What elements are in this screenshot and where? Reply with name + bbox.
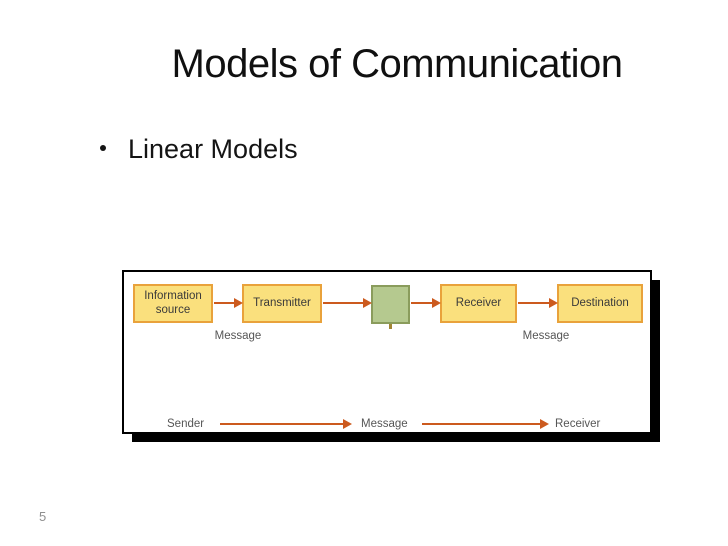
- arrow-right-icon: [518, 298, 558, 308]
- message-label-right: Message: [522, 330, 570, 342]
- box-label: Destination: [571, 296, 629, 309]
- diagram-box-receiver: Receiver: [440, 284, 517, 323]
- box-label: Transmitter: [253, 296, 311, 309]
- message-label-bottom: Message: [361, 418, 408, 430]
- slide-title: Models of Communication: [171, 42, 623, 86]
- arrow-right-icon: [220, 419, 352, 429]
- sender-label: Sender: [167, 418, 205, 430]
- box-label: Receiver: [455, 296, 502, 309]
- bullet-text: Linear Models: [128, 134, 298, 164]
- diagram-box-channel: [371, 285, 410, 329]
- diagram-box-destination: Destination: [557, 284, 643, 323]
- box-label: Information source: [144, 290, 202, 316]
- arrow-right-icon: [214, 298, 243, 308]
- message-label-left: Message: [214, 330, 262, 342]
- arrow-right-icon: [323, 298, 372, 308]
- diagram-box-transmitter: Transmitter: [242, 284, 322, 323]
- page-number: 5: [39, 509, 47, 524]
- bullet-dot-icon: [100, 145, 106, 151]
- arrow-right-icon: [422, 419, 549, 429]
- receiver-label: Receiver: [555, 418, 601, 430]
- linear-model-diagram-panel: Information source Transmitter Receiver …: [122, 270, 652, 434]
- bullet-item: Linear Models: [100, 133, 298, 165]
- diagram-box-information-source: Information source: [133, 284, 213, 323]
- arrow-right-icon: [411, 298, 441, 308]
